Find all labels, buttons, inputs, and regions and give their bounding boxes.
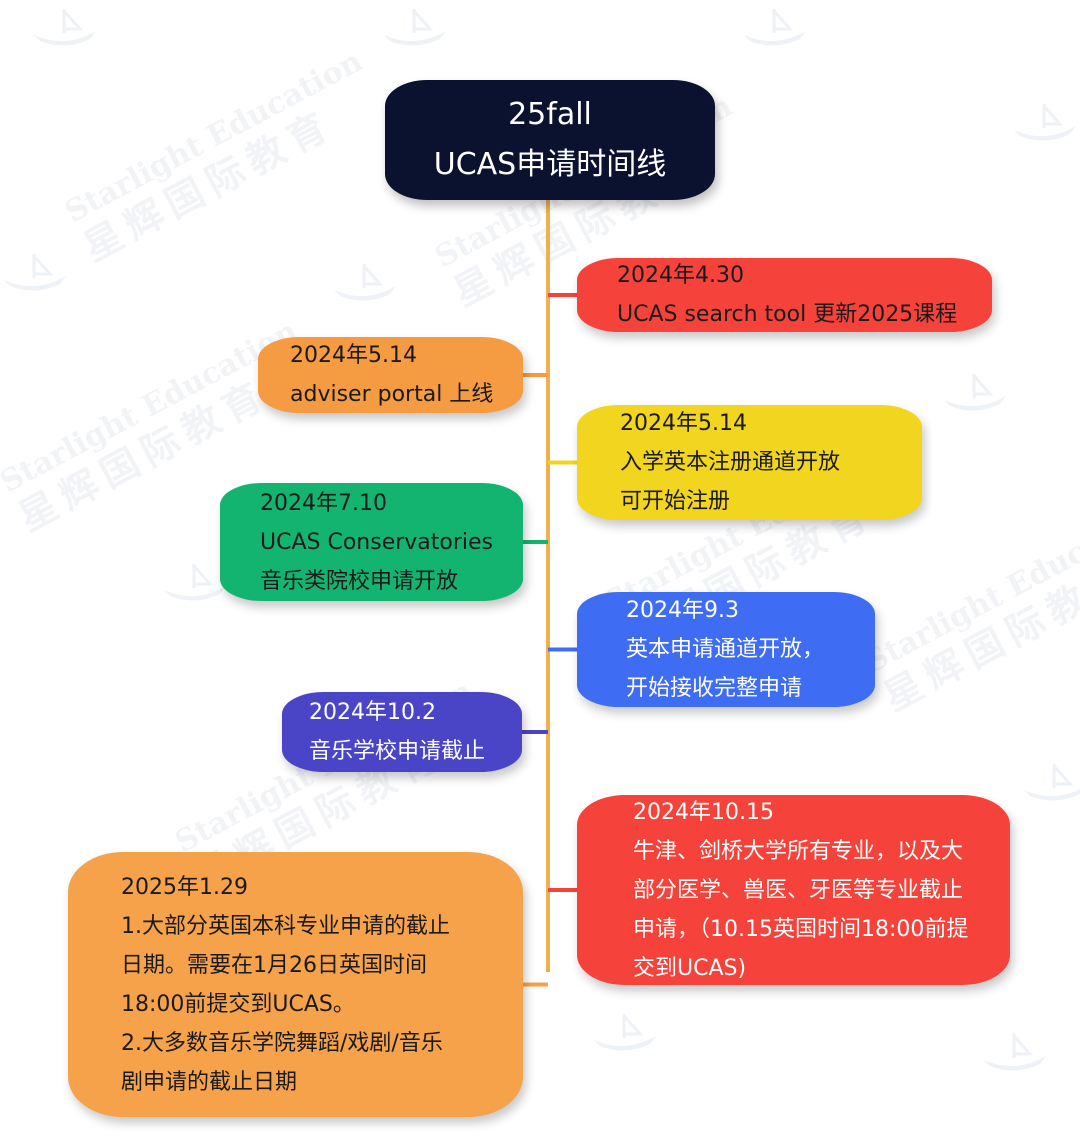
event-node-2024-09-03: 2024年9.3 英本申请通道开放， 开始接收完整申请 <box>577 592 875 707</box>
event-node-2024-04-30: 2024年4.30 UCAS search tool 更新2025课程 <box>577 258 992 332</box>
event-date: 2024年9.3 <box>626 598 739 623</box>
event-text: 18:00前提交到UCAS。 <box>121 991 355 1017</box>
event-text: 申请，（10.15英国时间18:00前提 <box>633 916 969 942</box>
event-text: 音乐学校申请截止 <box>309 739 486 764</box>
event-text: 开始接收完整申请 <box>626 676 803 701</box>
event-text: 牛津、剑桥大学所有专业，以及大 <box>633 838 964 864</box>
event-node-2024-05-14-register: 2024年5.14 入学英本注册通道开放 可开始注册 <box>577 405 922 520</box>
event-text: adviser portal 上线 <box>290 382 494 407</box>
event-text: 1.大部分英国本科专业申请的截止 <box>121 913 450 939</box>
event-node-2024-10-02: 2024年10.2 音乐学校申请截止 <box>282 692 522 772</box>
timeline-spine <box>546 200 550 972</box>
event-node-2024-07-10: 2024年7.10 UCAS Conservatories 音乐类院校申请开放 <box>220 483 523 601</box>
event-date: 2025年1.29 <box>121 874 248 900</box>
event-node-2025-01-29: 2025年1.29 1.大部分英国本科专业申请的截止 日期。需要在1月26日英国… <box>68 852 523 1117</box>
event-text: 部分医学、兽医、牙医等专业截止 <box>633 877 964 903</box>
event-text: 可开始注册 <box>620 489 731 514</box>
title-line-2: UCAS申请时间线 <box>433 147 667 182</box>
event-text: 入学英本注册通道开放 <box>620 450 841 475</box>
title-line-1: 25fall <box>508 97 592 132</box>
event-date: 2024年7.10 <box>260 490 387 516</box>
event-node-2024-05-14-adviser: 2024年5.14 adviser portal 上线 <box>258 337 523 413</box>
event-text: UCAS Conservatories <box>260 529 494 555</box>
event-date: 2024年10.2 <box>309 700 436 725</box>
event-text: 剧申请的截止日期 <box>121 1069 298 1095</box>
event-date: 2024年5.14 <box>290 343 417 368</box>
event-text: 日期。需要在1月26日英国时间 <box>121 952 427 978</box>
event-node-2024-10-15: 2024年10.15 牛津、剑桥大学所有专业，以及大 部分医学、兽医、牙医等专业… <box>577 795 1010 985</box>
event-text: 音乐类院校申请开放 <box>260 568 459 594</box>
event-text: 2.大多数音乐学院舞蹈/戏剧/音乐 <box>121 1030 443 1056</box>
event-date: 2024年4.30 <box>617 263 744 288</box>
event-text: UCAS search tool 更新2025课程 <box>617 302 958 327</box>
event-date: 2024年5.14 <box>620 411 747 436</box>
event-text: 交到UCAS) <box>633 955 747 981</box>
event-text: 英本申请通道开放， <box>626 637 825 662</box>
timeline-title: 25fall UCAS申请时间线 <box>385 80 715 200</box>
event-date: 2024年10.15 <box>633 799 774 825</box>
